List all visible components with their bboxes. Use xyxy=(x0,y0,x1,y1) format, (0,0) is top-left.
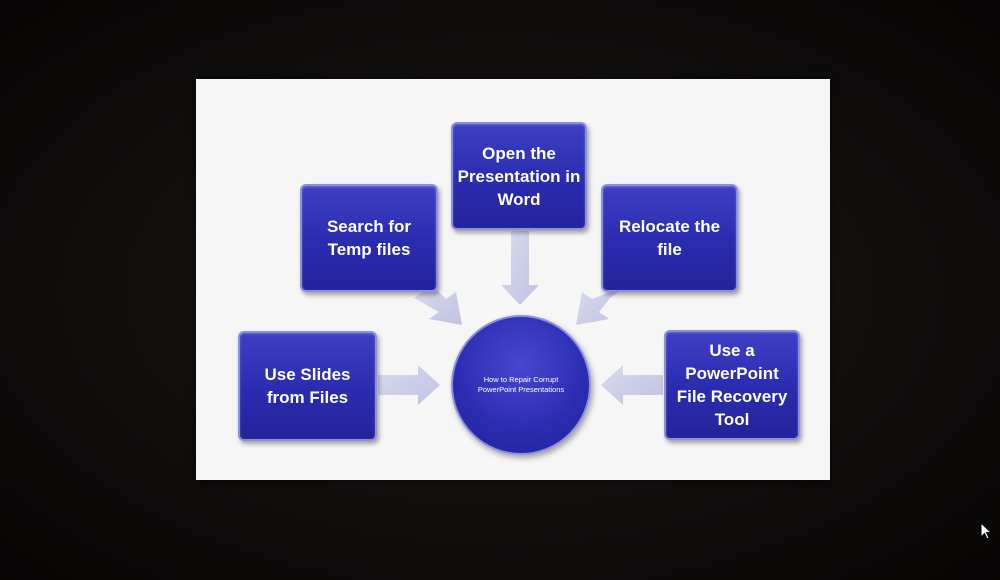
arrow-use-slides-to-center xyxy=(378,365,440,405)
node-use-slides-from-files: Use Slides from Files xyxy=(238,331,377,441)
center-node: How to Repair Corrupt PowerPoint Present… xyxy=(451,315,591,455)
arrow-open-word-to-center xyxy=(501,231,539,305)
node-label: Use a PowerPoint File Recovery Tool xyxy=(676,341,788,429)
node-search-temp-files: Search for Temp files xyxy=(300,184,438,292)
node-label: Relocate the file xyxy=(618,217,721,259)
node-open-presentation-in-word: Open the Presentation in Word xyxy=(451,122,587,230)
node-label: Search for Temp files xyxy=(326,217,412,259)
node-powerpoint-recovery-tool: Use a PowerPoint File Recovery Tool xyxy=(664,330,800,440)
arrow-search-temp-to-center xyxy=(414,285,462,325)
connector-arrows xyxy=(378,231,663,405)
arrow-recovery-tool-to-center xyxy=(601,365,663,405)
node-relocate-file: Relocate the file xyxy=(601,184,738,292)
center-node-label: How to Repair Corrupt PowerPoint Present… xyxy=(477,375,565,394)
mouse-pointer-icon xyxy=(980,522,992,540)
presentation-slide: Search for Temp files Open the Presentat… xyxy=(196,79,830,480)
node-label: Open the Presentation in Word xyxy=(457,143,581,209)
node-label: Use Slides from Files xyxy=(264,365,351,407)
arrow-relocate-to-center xyxy=(576,285,628,325)
